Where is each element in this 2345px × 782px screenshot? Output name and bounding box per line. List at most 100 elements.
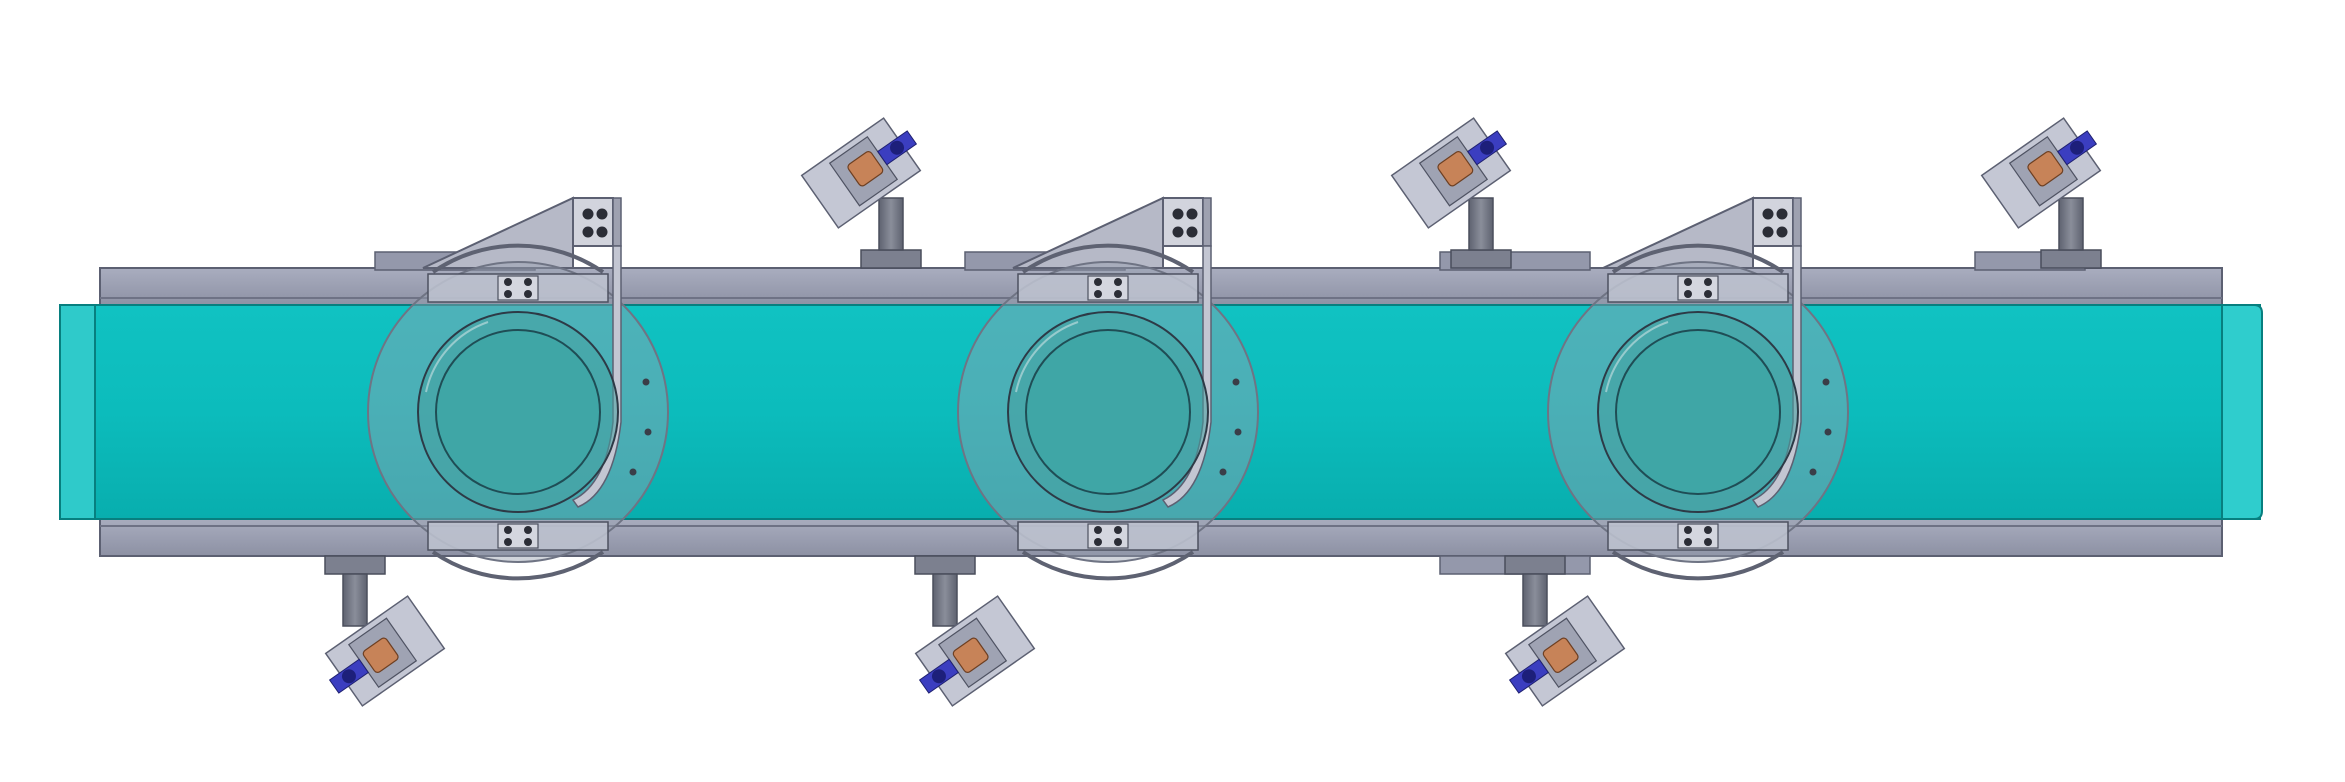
sensor-window bbox=[952, 637, 989, 673]
station-top-ring bbox=[1021, 243, 1195, 274]
bolt bbox=[1684, 526, 1692, 534]
sensor-head bbox=[1390, 117, 1512, 229]
sensor-base-plate bbox=[914, 555, 976, 575]
clamp-center bbox=[1677, 523, 1719, 549]
inspection-stations bbox=[367, 196, 1849, 581]
clamp-center bbox=[1087, 275, 1129, 301]
rivet bbox=[1809, 468, 1817, 476]
inspection-station bbox=[957, 196, 1259, 581]
sensor-post bbox=[1468, 197, 1494, 251]
lens-highlight bbox=[1015, 321, 1079, 393]
station-lens-inner bbox=[1025, 329, 1191, 495]
station-top-bracket bbox=[1012, 196, 1164, 269]
sensor-base-plate bbox=[860, 249, 922, 269]
bolt bbox=[504, 526, 512, 534]
sensor-head bbox=[1980, 117, 2102, 229]
clamp-plate bbox=[1202, 197, 1212, 247]
clamp-center bbox=[1087, 523, 1129, 549]
bolt bbox=[1776, 226, 1788, 238]
bolt bbox=[596, 208, 608, 220]
bolt bbox=[1704, 290, 1712, 298]
bolt bbox=[504, 538, 512, 546]
rivet bbox=[629, 468, 637, 476]
lens-highlight bbox=[1605, 321, 1669, 393]
lens-highlight bbox=[425, 321, 489, 393]
sensor-lens bbox=[1521, 669, 1536, 684]
rivet bbox=[1822, 378, 1830, 386]
clamp-center bbox=[497, 523, 539, 549]
rivet bbox=[644, 428, 652, 436]
bolt bbox=[1704, 526, 1712, 534]
sensor-lens bbox=[931, 669, 946, 684]
bolt bbox=[524, 290, 532, 298]
bolt bbox=[1186, 208, 1198, 220]
bolt bbox=[1684, 290, 1692, 298]
bolt bbox=[1114, 278, 1122, 286]
top-sensor-assembly bbox=[1980, 117, 2102, 269]
station-top-bracket bbox=[1602, 196, 1754, 269]
sensor-head bbox=[324, 595, 446, 707]
bolt bbox=[1186, 226, 1198, 238]
sensor-lens bbox=[341, 669, 356, 684]
sensor-post bbox=[1522, 573, 1548, 627]
station-clamp-block bbox=[1162, 197, 1204, 247]
station-top-ring bbox=[431, 243, 605, 274]
bolt bbox=[524, 526, 532, 534]
sensor-window bbox=[847, 151, 884, 187]
bolt bbox=[1684, 278, 1692, 286]
clamp-center bbox=[1677, 275, 1719, 301]
station-clamp-block bbox=[1752, 197, 1794, 247]
bolt bbox=[582, 226, 594, 238]
sensor-head bbox=[800, 117, 922, 229]
bolt bbox=[524, 538, 532, 546]
sensor-window bbox=[1437, 151, 1474, 187]
bolt bbox=[504, 278, 512, 286]
station-lens-inner bbox=[1615, 329, 1781, 495]
rivet bbox=[1824, 428, 1832, 436]
sensor-post bbox=[342, 573, 368, 627]
station-clamp-block bbox=[572, 197, 614, 247]
bolt bbox=[1172, 208, 1184, 220]
top-sensor-assembly bbox=[1390, 117, 1512, 269]
sensor-base-plate bbox=[1504, 555, 1566, 575]
bolt bbox=[1114, 538, 1122, 546]
sensor-lens bbox=[1480, 140, 1495, 155]
station-bottom-ring bbox=[1021, 550, 1195, 581]
station-bottom-ring bbox=[431, 550, 605, 581]
bolt bbox=[1684, 538, 1692, 546]
clamp-center bbox=[497, 275, 539, 301]
sensor-post bbox=[2058, 197, 2084, 251]
bolt bbox=[1094, 278, 1102, 286]
bolt bbox=[1762, 226, 1774, 238]
top-sensor-assembly bbox=[800, 117, 922, 269]
sensor-post bbox=[878, 197, 904, 251]
sensor-base-plate bbox=[324, 555, 386, 575]
bolt bbox=[1094, 290, 1102, 298]
clamp-plate bbox=[1792, 197, 1802, 247]
bolt bbox=[504, 290, 512, 298]
bolt bbox=[1776, 208, 1788, 220]
sensor-lens bbox=[890, 140, 905, 155]
rivet bbox=[1234, 428, 1242, 436]
bolt bbox=[1094, 526, 1102, 534]
bolt bbox=[1094, 538, 1102, 546]
sensor-window bbox=[2027, 151, 2064, 187]
station-bottom-ring bbox=[1611, 550, 1785, 581]
sensor-base-plate bbox=[1450, 249, 1512, 269]
station-top-bracket bbox=[422, 196, 574, 269]
rivet bbox=[1219, 468, 1227, 476]
bolt bbox=[524, 278, 532, 286]
bottom-sensor-assembly bbox=[1504, 555, 1626, 707]
rivet bbox=[1232, 378, 1240, 386]
sensor-window bbox=[1542, 637, 1579, 673]
sensor-post bbox=[932, 573, 958, 627]
rivet bbox=[642, 378, 650, 386]
bolt bbox=[596, 226, 608, 238]
sensor-window bbox=[362, 637, 399, 673]
bolt bbox=[1704, 538, 1712, 546]
inspection-station bbox=[367, 196, 669, 581]
sensor-head bbox=[914, 595, 1036, 707]
bolt bbox=[1704, 278, 1712, 286]
